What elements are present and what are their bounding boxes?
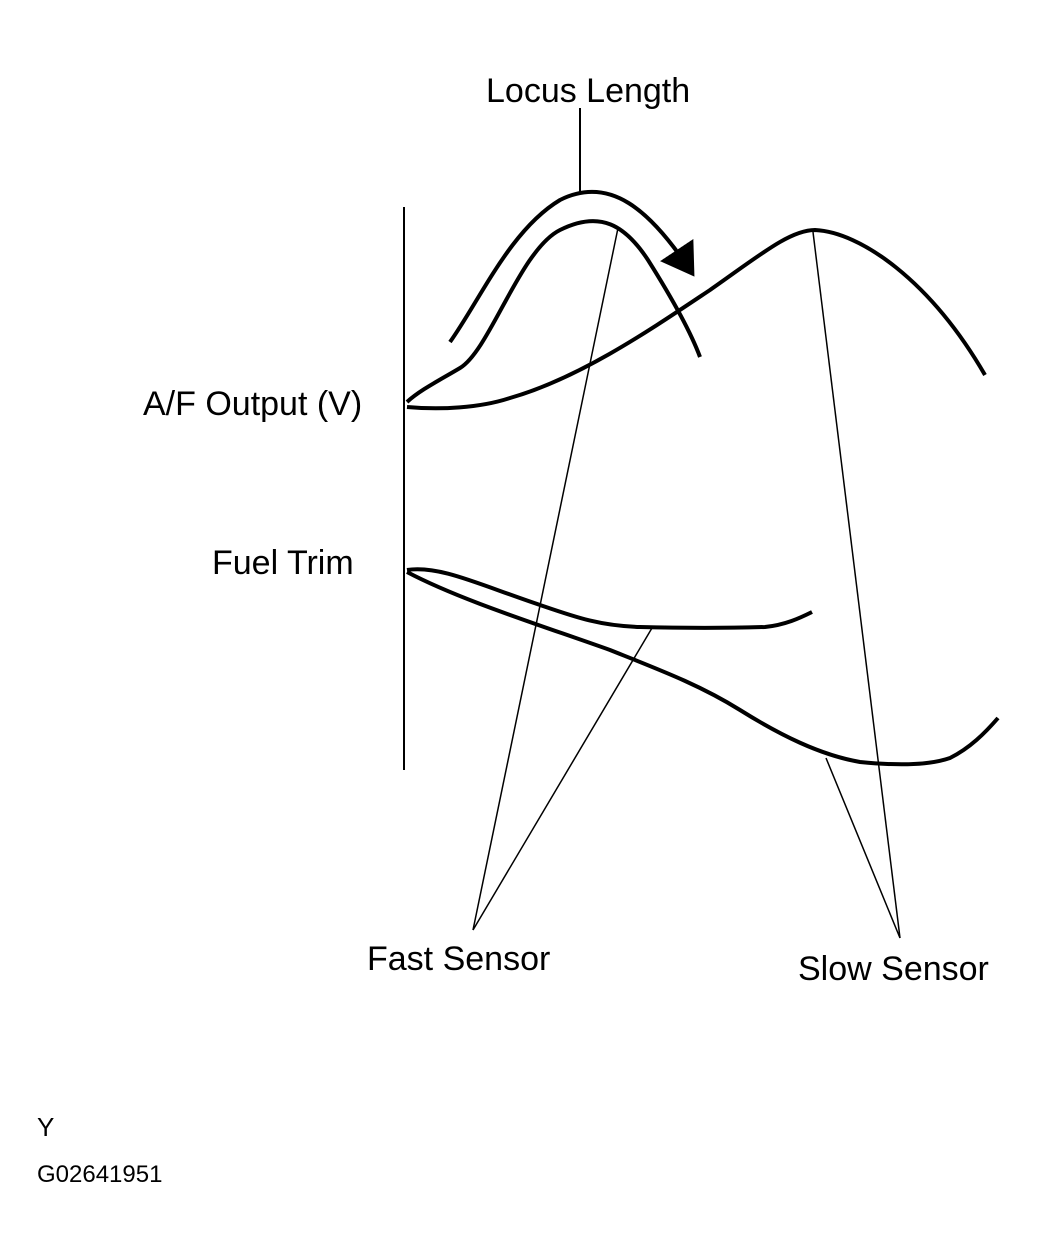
fast-sensor-label: Fast Sensor [367, 940, 551, 978]
corner-mark-label: Y [37, 1112, 55, 1142]
figure-code-label: G02641951 [37, 1161, 163, 1188]
slow-sensor-leader-af [812, 231, 901, 939]
fuel-trim-label: Fuel Trim [212, 544, 354, 582]
af-slow-sensor-curve [406, 227, 987, 411]
fuel-trim-fast-sensor-curve [406, 567, 813, 630]
locus-length-arrow [448, 189, 695, 344]
slow-sensor-label: Slow Sensor [798, 950, 989, 988]
fast-sensor-leader-fuel [472, 627, 653, 931]
af-fast-sensor-curve [405, 219, 702, 404]
fuel-trim-slow-sensor-curve [406, 570, 1000, 767]
fast-sensor-leader-af [472, 227, 619, 931]
slow-sensor-leader-fuel [825, 757, 901, 939]
af-output-label: A/F Output (V) [143, 385, 363, 423]
locus-length-label: Locus Length [486, 72, 691, 110]
